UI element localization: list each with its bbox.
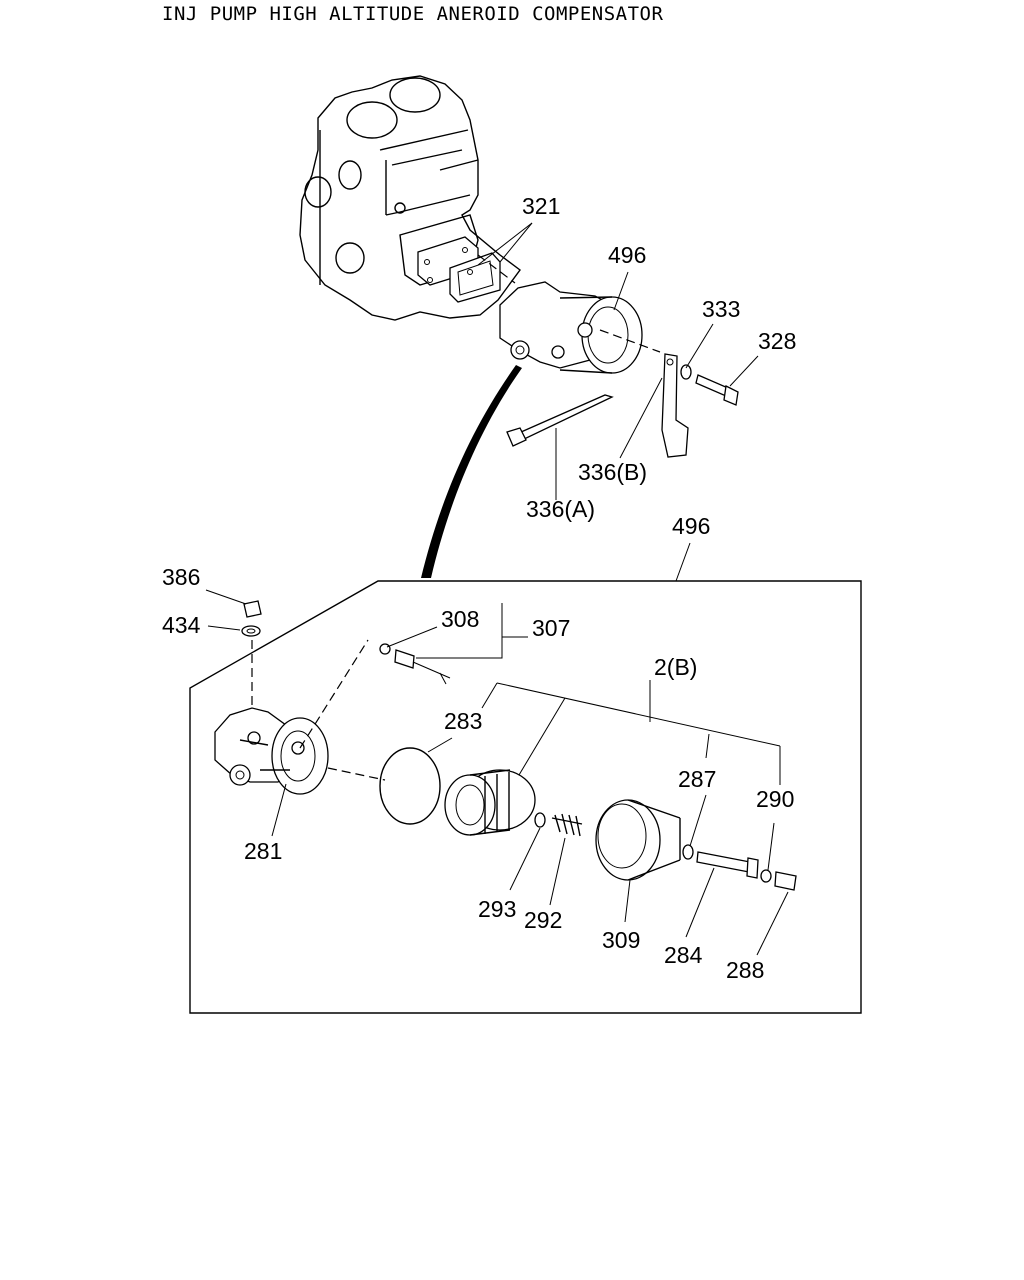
detail-box-outline [189, 580, 862, 1014]
compensator-assembly-upper [477, 254, 739, 458]
callout-333: 333 [702, 296, 740, 322]
callout-336b: 336(B) [578, 459, 647, 485]
compensator-assembly-exploded [214, 600, 797, 891]
callout-309: 309 [602, 927, 640, 953]
callout-288: 288 [726, 957, 764, 983]
callout-336a: 336(A) [526, 496, 595, 522]
callout-292: 292 [524, 907, 562, 933]
engine-block-drawing [299, 75, 521, 321]
callout-434: 434 [162, 612, 201, 638]
callout-283: 283 [444, 708, 482, 734]
callout-496-box: 496 [672, 513, 710, 539]
callout-308: 308 [441, 606, 479, 632]
detail-connector-arc [421, 365, 522, 578]
callout-284: 284 [664, 942, 703, 968]
leader-lines [205, 222, 789, 956]
callout-287: 287 [678, 766, 716, 792]
callout-290: 290 [756, 786, 794, 812]
callout-496-top: 496 [608, 242, 646, 268]
callout-328: 328 [758, 328, 796, 354]
callout-307: 307 [532, 615, 570, 641]
callout-2b: 2(B) [654, 654, 697, 680]
callout-281: 281 [244, 838, 282, 864]
callout-labels: 321 496 333 328 336(B) 336(A) 496 386 43… [162, 193, 796, 983]
diagram-title: INJ PUMP HIGH ALTITUDE ANEROID COMPENSAT… [162, 3, 664, 25]
callout-321: 321 [522, 193, 560, 219]
callout-293: 293 [478, 896, 516, 922]
callout-386: 386 [162, 564, 200, 590]
